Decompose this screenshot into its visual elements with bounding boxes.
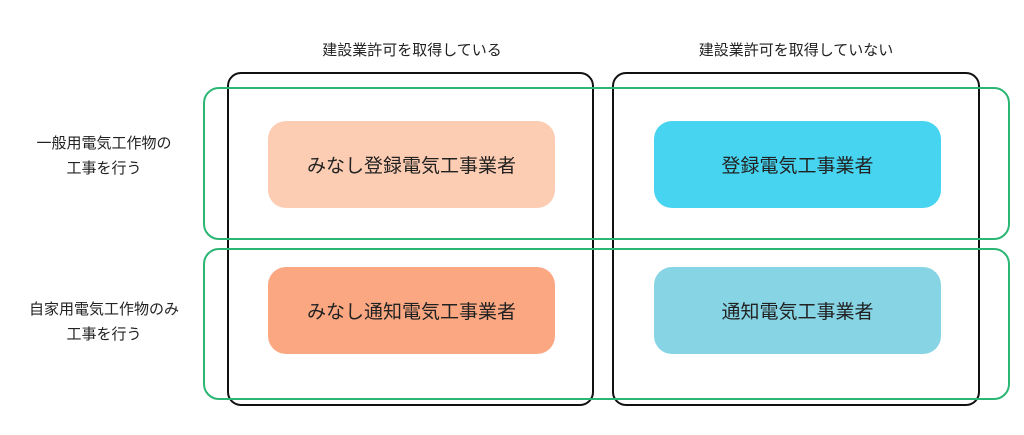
row-header-private-line-2: 工事を行う [66,325,142,343]
row-frame-private-only [203,248,1010,400]
cell-notified: 通知電気工事業者 [654,267,941,354]
column-header-licensed: 建設業許可を取得している [322,41,502,59]
row-header-general-line-1: 一般用電気工作物の [36,134,172,152]
row-frame-general [203,87,1010,240]
cell-registered: 登録電気工事業者 [654,121,941,208]
cell-deemed-notified: みなし通知電気工事業者 [268,267,555,354]
column-header-unlicensed: 建設業許可を取得していない [698,41,894,59]
cell-deemed-registered: みなし登録電気工事業者 [268,121,555,208]
row-header-general: 一般用電気工作物の 工事を行う [0,131,208,181]
row-header-general-line-2: 工事を行う [66,159,142,177]
row-header-private-line-1: 自家用電気工作物のみ [28,300,179,318]
row-header-private-only: 自家用電気工作物のみ 工事を行う [0,297,208,347]
